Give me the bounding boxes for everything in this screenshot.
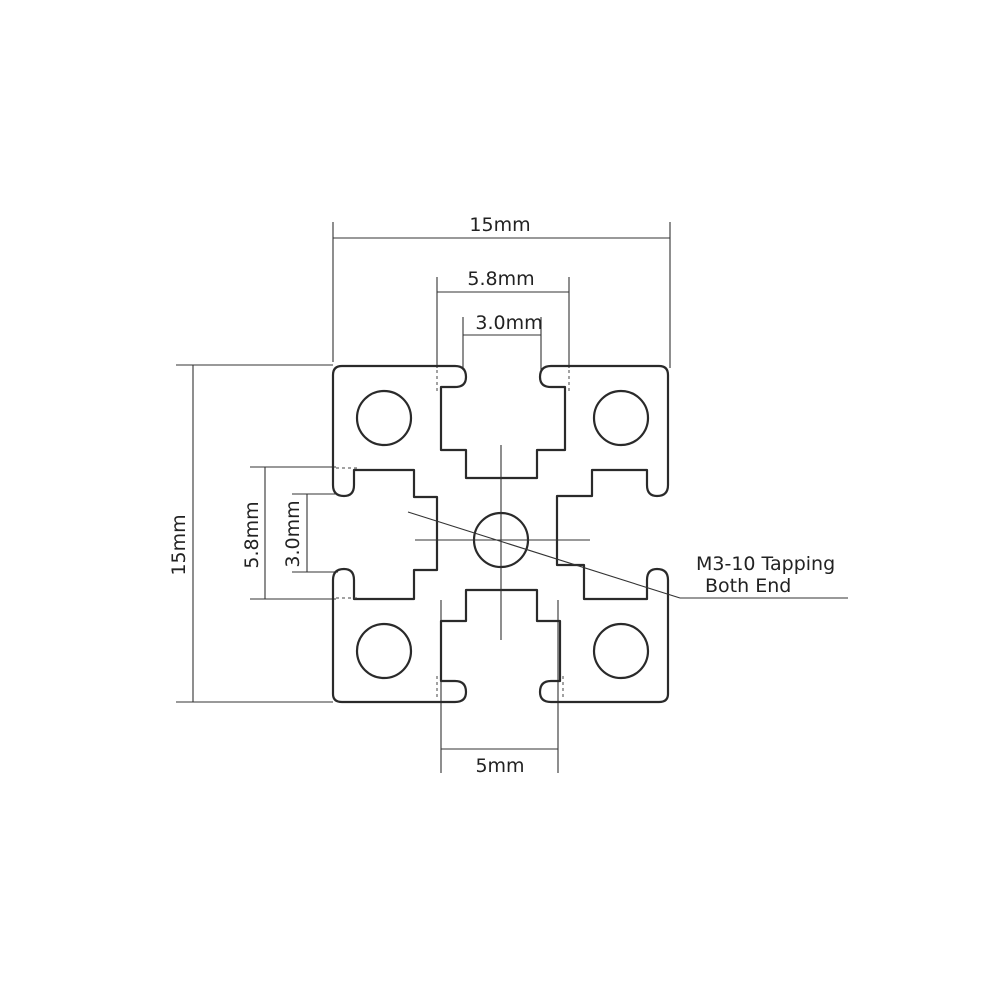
dim-slot-inner-left: 3.0mm	[282, 493, 338, 573]
dim-slot-bottom-label: 5mm	[475, 755, 524, 777]
dim-slot-inner-left-label: 3.0mm	[282, 500, 304, 567]
center-tapped-hole	[415, 445, 590, 640]
dim-slot-outer-top-label: 5.8mm	[467, 268, 534, 290]
corner-hole-top-right	[592, 389, 650, 447]
dim-width-total-label: 15mm	[469, 214, 530, 236]
profile-outline	[331, 364, 670, 704]
tapping-leader	[407, 511, 848, 599]
hidden-lines	[336, 370, 570, 700]
tapping-note-line1: M3-10 Tapping	[696, 553, 835, 575]
dim-slot-outer-left: 5.8mm	[241, 466, 336, 600]
dim-width-total: 15mm	[332, 214, 671, 368]
corner-hole-bottom-right	[592, 622, 650, 680]
dim-slot-outer-left-label: 5.8mm	[241, 501, 263, 568]
corner-hole-bottom-left	[355, 622, 413, 680]
tapping-note-line2: Both End	[705, 575, 791, 597]
dim-height-total: 15mm	[168, 364, 333, 703]
corner-hole-top-left	[355, 389, 413, 447]
dim-slot-outer-top: 5.8mm	[436, 268, 570, 368]
dim-height-total-label: 15mm	[168, 514, 190, 575]
dim-slot-inner-top: 3.0mm	[462, 312, 543, 370]
dim-slot-inner-top-label: 3.0mm	[475, 312, 542, 334]
